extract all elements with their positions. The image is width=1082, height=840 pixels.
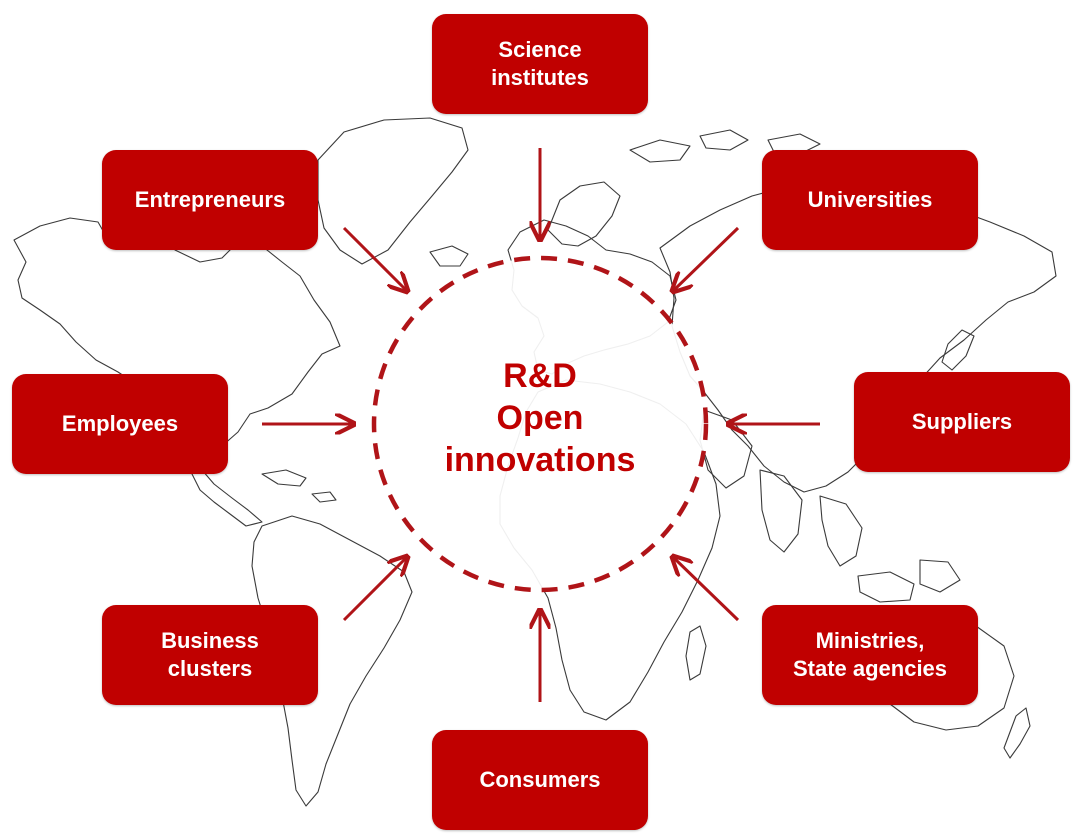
entrepreneurs-box: Entrepreneurs xyxy=(102,150,318,250)
southeast-asia-outline xyxy=(819,495,961,603)
business-clusters-box: Business clusters xyxy=(102,605,318,705)
greenland-outline xyxy=(317,117,469,265)
center-title: R&D Open innovations xyxy=(444,357,636,479)
scandinavia-outline xyxy=(547,181,621,247)
new-zealand-outline xyxy=(1003,707,1031,759)
science-institutes-box: Science institutes xyxy=(432,14,648,114)
iceland-outline xyxy=(429,245,469,267)
caribbean-outline xyxy=(261,469,337,503)
center-dashed-circle xyxy=(371,255,709,593)
arrow-ministries xyxy=(674,558,740,622)
employees-box: Employees xyxy=(12,374,228,474)
arrow-business-clusters xyxy=(342,558,406,622)
ministries-state-agencies-box: Ministries, State agencies xyxy=(762,605,978,705)
arrow-entrepreneurs xyxy=(342,226,406,290)
universities-box: Universities xyxy=(762,150,978,250)
madagascar-outline xyxy=(685,625,707,681)
arrow-universities xyxy=(674,226,740,290)
consumers-box: Consumers xyxy=(432,730,648,830)
north-america-outline xyxy=(13,217,341,527)
suppliers-box: Suppliers xyxy=(854,372,1070,472)
